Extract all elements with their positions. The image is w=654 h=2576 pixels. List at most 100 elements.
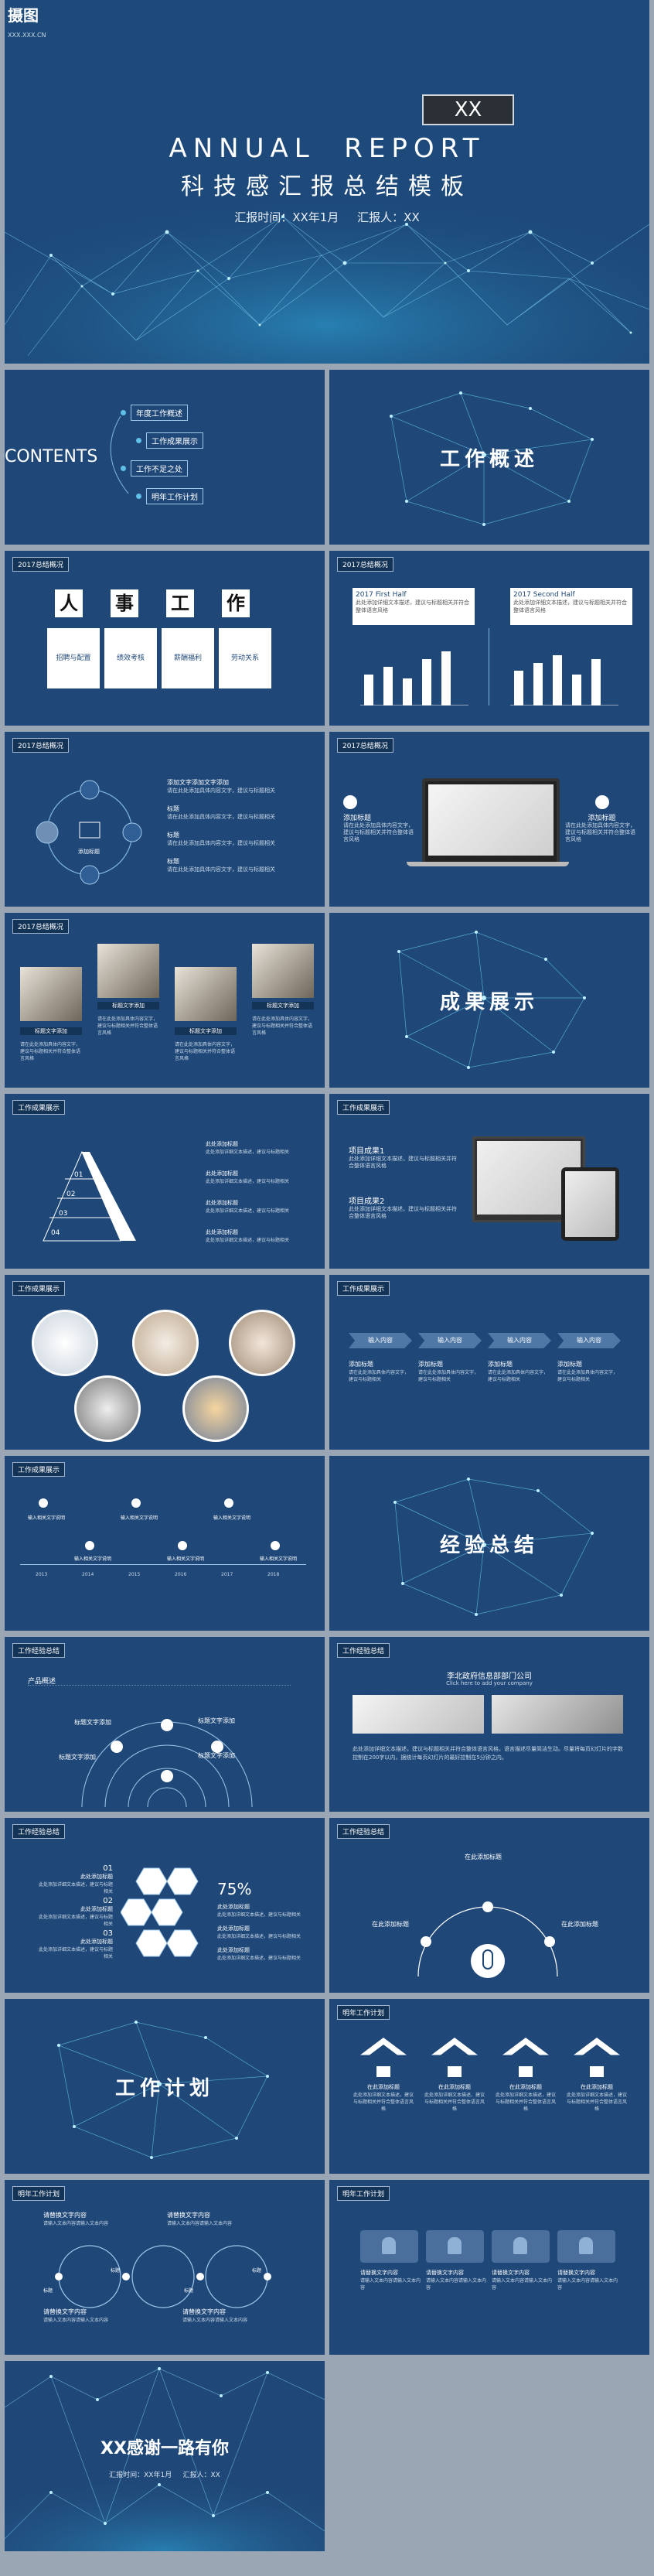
puzzle-title: 请替换文字内容: [557, 2270, 595, 2276]
pyramid-item-title: 此处添加标题: [206, 1229, 238, 1235]
process-item: 标题请在此处添加具体内容文字，建议与标题相关: [167, 857, 314, 873]
puzzle-title: 请替换文字内容: [360, 2270, 398, 2276]
plan-icon-item: 在此添加标题此处添加详细文本描述，建议与标题相关并符合整体语言风格: [495, 2038, 557, 2112]
item2-title: 项目成果2: [349, 1197, 385, 1206]
right-desc: 请在此处添加具体内容文字，建议与标题相关并符合整体语言风格: [565, 822, 635, 843]
arrow-col-title: 添加标题: [418, 1361, 443, 1368]
slide-tag: 明年工作计划: [337, 2005, 390, 2020]
photo-desc: 请在此处添加具体内容文字，建议与标题相关并符合整体语言风格: [252, 1016, 313, 1036]
contents-label: 年度工作概述: [131, 405, 188, 421]
hex-right-desc: 此处添加详细文本描述，建议与标题相关: [217, 1934, 301, 1939]
contents-item: 年度工作概述: [121, 405, 188, 421]
left-desc: 请在此处添加具体内容文字，建议与标题相关并符合整体语言风格: [343, 822, 414, 843]
pyramid-item: 此处添加标题此处添加详细文本描述，建议与标题相关: [206, 1170, 314, 1184]
timeline-year: 2018: [267, 1572, 280, 1577]
loop-text-desc: 请输入文本内容请输入文本内容: [167, 2221, 233, 2226]
cover-badge: XX: [422, 94, 514, 125]
hex-right-item: 此处添加标题此处添加详细文本描述，建议与标题相关: [217, 1903, 318, 1918]
second-half-title: 2017 Second Half: [513, 591, 575, 599]
loop-text-title: 请替换文字内容: [43, 2212, 87, 2219]
bullet-icon: [121, 410, 126, 415]
semicircle-label: 在此添加标题: [465, 1853, 502, 1860]
rings-heading: 产品概述: [28, 1678, 56, 1686]
loop-text-desc: 请输入文本内容请输入文本内容: [43, 2221, 109, 2226]
bullet-icon: [121, 466, 126, 471]
pyramid-graphic: [43, 1150, 136, 1242]
pyramid-item-desc: 此处添加详细文本描述，建议与标题相关: [206, 1150, 290, 1155]
item1-title: 项目成果1: [349, 1147, 385, 1156]
plan-icon-title: 在此添加标题: [581, 2084, 613, 2090]
plan-icon-title: 在此添加标题: [438, 2084, 471, 2090]
timeline-text: 输入相关文字说明: [74, 1556, 112, 1562]
plan-icon-badge: [519, 2066, 533, 2077]
section-title: 经验总结: [439, 1534, 539, 1557]
contents-item: 工作成果展示: [136, 432, 203, 449]
hr-slide: 2017总结概况 人事工作 招聘与配置绩效考核薪酬福利劳动关系: [5, 551, 325, 726]
company-slide: 工作经验总结 李北政府信息部部门公司 Click here to add you…: [329, 1637, 649, 1812]
item2-desc: 此处添加详细文本描述，建议与标题相关并符合整体语言风格: [349, 1206, 457, 1220]
network-graphic: [397, 931, 586, 1069]
arrow-col-title: 添加标题: [349, 1361, 373, 1368]
puzzle-glyph-icon: [382, 2237, 396, 2254]
hex-right-item: 此处添加标题此处添加详细文本描述，建议与标题相关: [217, 1925, 318, 1939]
ending-meta: 汇报时间：XX年1月 汇报人：XX: [109, 2472, 220, 2479]
slide-tag: 2017总结概况: [337, 738, 393, 753]
loop-node-label: 标题: [184, 2288, 194, 2294]
circles-slide: 工作成果展示: [5, 1275, 325, 1450]
first-half-bars: [360, 651, 468, 705]
arrow-col: 添加标题请在此处添加具体内容文字，建议与标题相关: [557, 1360, 621, 1382]
section-title: 工作概述: [439, 448, 539, 471]
puzzle-desc: 请输入文本内容请输入文本内容: [426, 2278, 487, 2291]
loop-node-label: 标题: [111, 2268, 121, 2274]
arrow-col: 添加标题请在此处添加具体内容文字，建议与标题相关: [488, 1360, 551, 1382]
laptop-base: [407, 862, 569, 866]
pyramid-item-desc: 此处添加详细文本描述，建议与标题相关: [206, 1238, 290, 1243]
hex-right-desc: 此处添加详细文本描述，建议与标题相关: [217, 1912, 301, 1918]
right-item: 添加标题 请在此处添加具体内容文字，建议与标题相关并符合整体语言风格: [565, 795, 639, 843]
puzzle-title: 请替换文字内容: [426, 2270, 464, 2276]
hex-desc: 此处添加详细文本描述，建议与标题相关: [38, 1947, 113, 1959]
hex-num: 03: [103, 1929, 113, 1938]
arrow-col-desc: 请在此处添加具体内容文字，建议与标题相关: [557, 1370, 618, 1382]
semicircle-graphic: [417, 1901, 558, 1978]
plan-icon-item: 在此添加标题此处添加详细文本描述，建议与标题相关并符合整体语言风格: [353, 2038, 414, 2112]
cover-meta: 汇报时间：XX年1月 汇报人：XX: [234, 210, 420, 224]
hex-num: 02: [103, 1897, 113, 1905]
timeline-year: 2015: [128, 1572, 141, 1577]
arrow-step: 输入内容: [488, 1333, 551, 1348]
timeline-node-icon: [85, 1541, 94, 1550]
plan-icon-item: 在此添加标题此处添加详细文本描述，建议与标题相关并符合整体语言风格: [424, 2038, 485, 2112]
ring-label: 标题文字添加: [198, 1752, 235, 1759]
plan-icon-desc: 此处添加详细文本描述，建议与标题相关并符合整体语言风格: [353, 2093, 414, 2112]
puzzle-text: 请替换文字内容请输入文本内容请输入文本内容: [360, 2269, 422, 2291]
photo-circle: [74, 1375, 141, 1442]
puzzle-title: 请替换文字内容: [492, 2270, 530, 2276]
left-title: 添加标题: [343, 815, 372, 822]
rings-graphic: [81, 1719, 253, 1807]
photo-label: 标题文字添加: [20, 1027, 82, 1035]
loop-text: 请替换文字内容请输入文本内容请输入文本内容: [182, 2308, 291, 2323]
hex-title: 此处添加标题: [80, 1939, 113, 1945]
photo-tile: [252, 944, 314, 998]
timeline-node-icon: [131, 1498, 141, 1508]
photo-label: 标题文字添加: [97, 1002, 159, 1010]
arrow-step: 输入内容: [418, 1333, 482, 1348]
photo-circle: [229, 1310, 295, 1376]
right-icon: [594, 795, 609, 809]
network-graphic: [5, 2367, 325, 2551]
plan-icons-slide: 明年工作计划 在此添加标题此处添加详细文本描述，建议与标题相关并符合整体语言风格…: [329, 1999, 649, 2174]
plan-icon-title: 在此添加标题: [367, 2084, 400, 2090]
network-graphic: [5, 170, 649, 364]
laptop-screen: [428, 784, 554, 856]
section-results-slide: 成果展示: [329, 913, 649, 1088]
logo: 摄图 XXX.XXX.CN: [8, 3, 46, 40]
slide-tag: 明年工作计划: [337, 2186, 390, 2201]
arrow-col-title: 添加标题: [557, 1361, 582, 1368]
pyramid-num: 03: [59, 1210, 68, 1218]
ending-slide: XX感谢一路有你 汇报时间：XX年1月 汇报人：XX: [5, 2361, 325, 2551]
plan-icon-badge: [590, 2066, 604, 2077]
plan-loop-slide: 明年工作计划 请替换文字内容请输入文本内容请输入文本内容请替换文字内容请输入文本…: [5, 2180, 325, 2355]
